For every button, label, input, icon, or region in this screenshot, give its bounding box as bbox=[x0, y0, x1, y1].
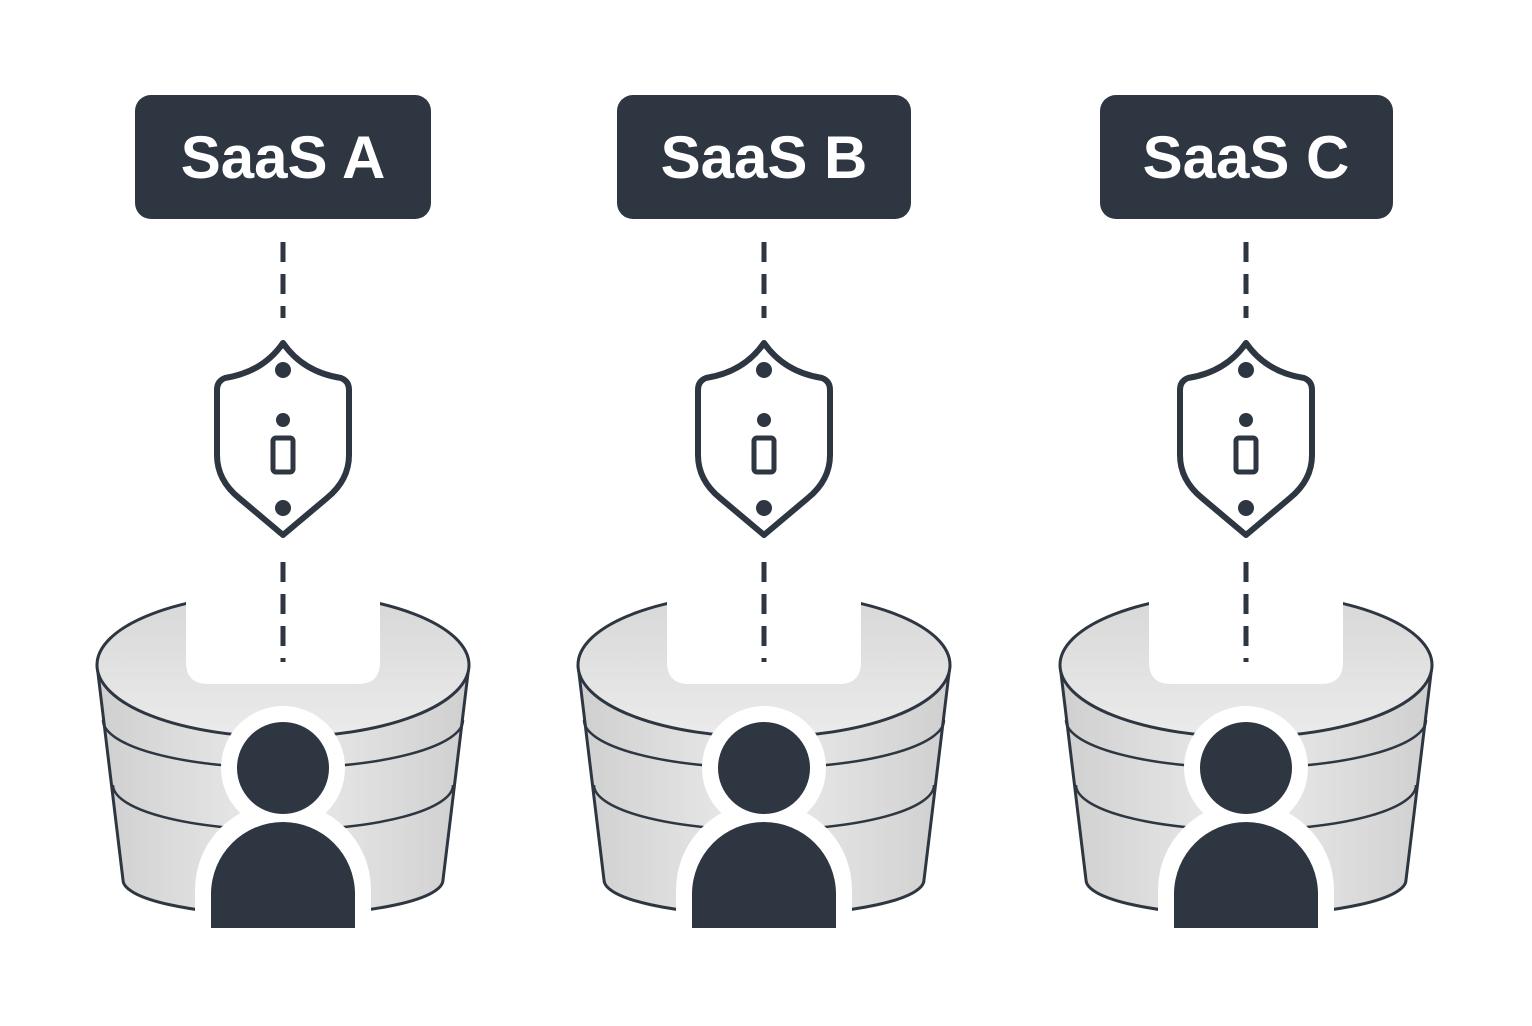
shield-icon bbox=[1177, 340, 1315, 538]
user-icon bbox=[1158, 706, 1334, 932]
shield-icon bbox=[695, 340, 833, 538]
saas-label-box: SaaS A bbox=[135, 95, 431, 219]
shield-icon bbox=[214, 340, 352, 538]
saas-column-a: SaaS A bbox=[95, 95, 471, 932]
saas-label-text: SaaS B bbox=[661, 124, 868, 191]
saas-label-text: SaaS C bbox=[1143, 124, 1350, 191]
saas-label-box: SaaS B bbox=[617, 95, 911, 219]
saas-column-b: SaaS B bbox=[576, 95, 952, 932]
saas-label-text: SaaS A bbox=[181, 124, 386, 191]
user-icon bbox=[195, 706, 371, 932]
saas-label-box: SaaS C bbox=[1100, 95, 1393, 219]
user-icon bbox=[676, 706, 852, 932]
saas-column-c: SaaS C bbox=[1058, 95, 1434, 932]
